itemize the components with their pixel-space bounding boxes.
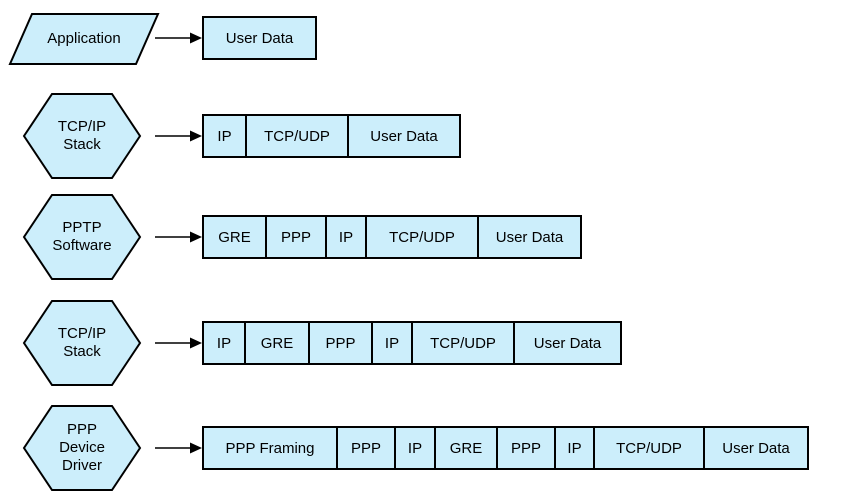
packet-cell: GRE bbox=[204, 217, 267, 257]
right-arrow-icon bbox=[155, 442, 202, 454]
packet-cell: TCP/UDP bbox=[367, 217, 479, 257]
packet-cell: PPP bbox=[310, 323, 373, 363]
stage-label-application: Application bbox=[47, 30, 121, 48]
packet-cell: User Data bbox=[349, 116, 459, 156]
stage-label-ppp-device-driver: PPP Device Driver bbox=[59, 421, 105, 474]
diagram-row-tcp-ip-stack-upper: TCP/IP Stack IP TCP/UDP User Data bbox=[0, 88, 844, 188]
packet-strip-application: User Data bbox=[202, 16, 317, 60]
hexagon-shape-icon bbox=[22, 300, 142, 386]
right-arrow-icon bbox=[155, 32, 202, 44]
packet-cell: TCP/UDP bbox=[595, 428, 705, 468]
packet-strip-pptp-software: GRE PPP IP TCP/UDP User Data bbox=[202, 215, 582, 259]
packet-cell: User Data bbox=[204, 18, 315, 58]
packet-strip-ppp-device-driver: PPP Framing PPP IP GRE PPP IP TCP/UDP Us… bbox=[202, 426, 809, 470]
stage-shape-ppp-device-driver: PPP Device Driver bbox=[22, 404, 142, 492]
hexagon-shape-icon bbox=[22, 93, 142, 179]
right-arrow-icon bbox=[155, 337, 202, 349]
packet-cell: IP bbox=[556, 428, 595, 468]
packet-cell: User Data bbox=[705, 428, 807, 468]
stage-shape-application: Application bbox=[8, 12, 160, 66]
packet-cell: TCP/UDP bbox=[413, 323, 515, 363]
stage-shape-pptp-software: PPTP Software bbox=[22, 193, 142, 281]
packet-cell: IP bbox=[327, 217, 367, 257]
stage-label-pptp-software: PPTP Software bbox=[52, 219, 112, 254]
diagram-row-pptp-software: PPTP Software GRE PPP IP TCP/UDP User Da… bbox=[0, 193, 844, 293]
packet-cell: PPP Framing bbox=[204, 428, 338, 468]
hexagon-shape-icon bbox=[22, 405, 142, 491]
packet-cell: IP bbox=[204, 323, 246, 363]
diagram-row-application: Application User Data bbox=[0, 0, 844, 94]
diagram-row-ppp-device-driver: PPP Device Driver PPP Framing PPP IP GRE… bbox=[0, 404, 844, 495]
packet-cell: IP bbox=[396, 428, 436, 468]
packet-cell: PPP bbox=[267, 217, 327, 257]
packet-cell: GRE bbox=[436, 428, 498, 468]
stage-shape-tcp-ip-stack-lower: TCP/IP Stack bbox=[22, 299, 142, 387]
right-arrow-icon bbox=[155, 231, 202, 243]
stage-shape-tcp-ip-stack-upper: TCP/IP Stack bbox=[22, 92, 142, 180]
packet-cell: IP bbox=[373, 323, 413, 363]
packet-strip-tcp-ip-stack-upper: IP TCP/UDP User Data bbox=[202, 114, 461, 158]
packet-cell: IP bbox=[204, 116, 247, 156]
packet-strip-tcp-ip-stack-lower: IP GRE PPP IP TCP/UDP User Data bbox=[202, 321, 622, 365]
packet-cell: GRE bbox=[246, 323, 310, 363]
packet-cell: TCP/UDP bbox=[247, 116, 349, 156]
diagram-row-tcp-ip-stack-lower: TCP/IP Stack IP GRE PPP IP TCP/UDP User … bbox=[0, 299, 844, 399]
packet-cell: User Data bbox=[515, 323, 620, 363]
stage-label-tcp-ip-stack-lower: TCP/IP Stack bbox=[57, 325, 107, 360]
packet-cell: PPP bbox=[498, 428, 556, 468]
parallelogram-shape-icon bbox=[8, 13, 160, 65]
packet-cell: PPP bbox=[338, 428, 396, 468]
right-arrow-icon bbox=[155, 130, 202, 142]
stage-label-tcp-ip-stack-upper: TCP/IP Stack bbox=[57, 118, 107, 153]
packet-cell: User Data bbox=[479, 217, 580, 257]
hexagon-shape-icon bbox=[22, 194, 142, 280]
